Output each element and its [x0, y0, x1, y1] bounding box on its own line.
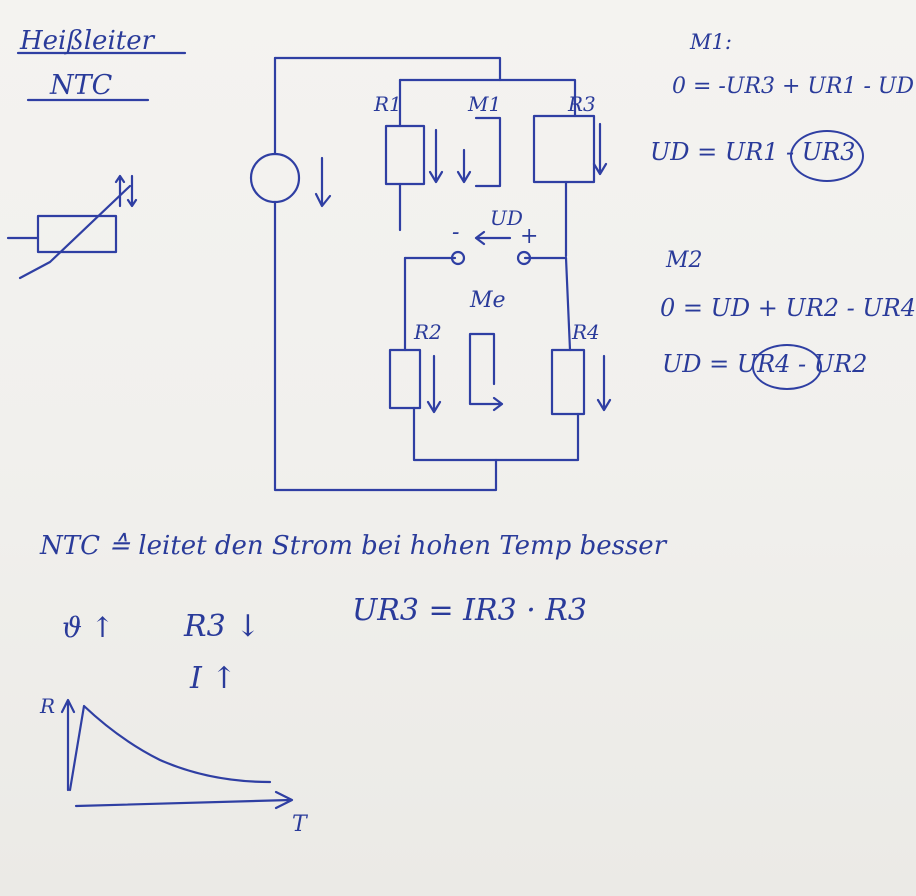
resistor-r4	[550, 348, 586, 416]
label-r4: R4	[572, 320, 600, 344]
temperature-up: ϑ ↑	[62, 611, 115, 644]
mesh2-equation: 0 = UD + UR2 - UR4	[660, 294, 916, 322]
page-subtitle: NTC	[50, 70, 113, 101]
mesh1-heading: M1:	[690, 30, 732, 54]
source-arrow	[314, 156, 332, 208]
highlight-ur4	[752, 344, 822, 390]
label-r2: R2	[414, 320, 442, 344]
label-m1: M1	[468, 92, 502, 116]
label-r3: R3	[568, 92, 596, 116]
ntc-symbol	[6, 174, 138, 280]
page-title: Heißleiter	[20, 26, 155, 56]
mesh1-equation: 0 = -UR3 + UR1 - UD	[672, 74, 915, 99]
x-axis	[74, 790, 294, 810]
resistor-r3	[532, 114, 596, 184]
resistor-r2	[388, 348, 422, 410]
ohms-law: UR3 = IR3 · R3	[352, 593, 587, 628]
resistor-r1	[384, 124, 426, 186]
y-axis	[60, 698, 76, 792]
ntc-statement: NTC ≙ leitet den Strom bei hohen Temp be…	[40, 531, 667, 561]
resistance-temperature-graph	[60, 698, 294, 810]
ntc-curve	[68, 704, 272, 792]
mesh2-heading: M2	[666, 248, 703, 273]
bridge-circuit	[249, 56, 612, 492]
x-axis-label: T	[292, 812, 307, 837]
sign-minus: -	[452, 220, 460, 245]
current-increases: I ↑	[190, 661, 237, 696]
highlight-ur3	[790, 130, 864, 182]
y-axis-label: R	[40, 694, 56, 718]
r3-decreases: R3 ↓	[184, 609, 261, 644]
label-r1: R1	[374, 92, 402, 116]
voltage-source	[249, 152, 301, 204]
label-me: Me	[470, 288, 506, 313]
sign-plus: +	[520, 224, 539, 249]
ud-arrow	[474, 230, 512, 246]
label-ud: UD	[490, 206, 523, 230]
